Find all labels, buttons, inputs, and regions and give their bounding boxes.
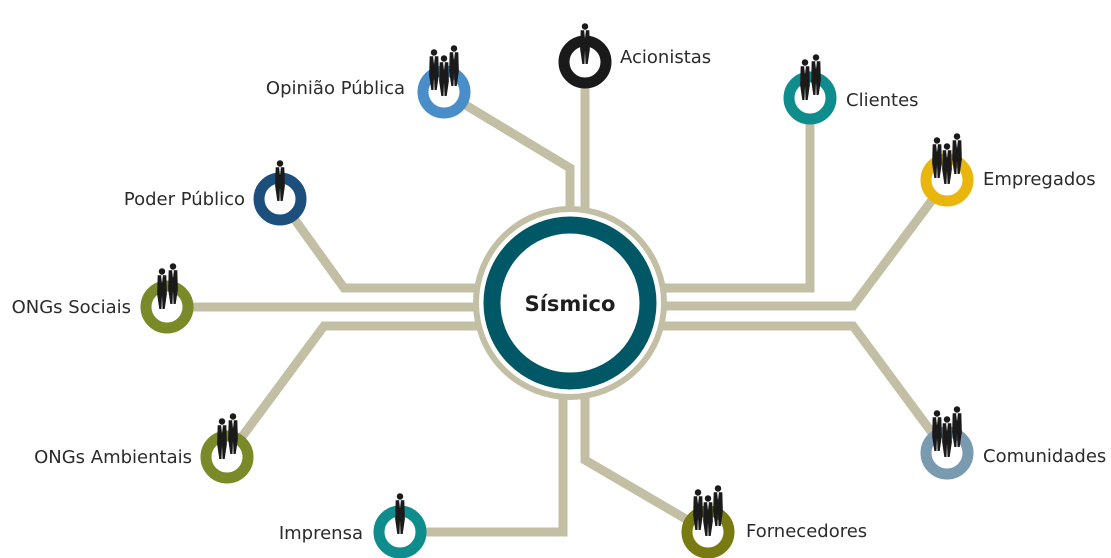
person-icon bbox=[439, 55, 449, 96]
label-fornecedores: Fornecedores bbox=[746, 521, 867, 542]
connectors bbox=[167, 62, 951, 537]
center-label: Sísmico bbox=[525, 292, 616, 316]
node-acionistas: Acionistas bbox=[558, 23, 711, 89]
node-poder-publico: Poder Público bbox=[124, 160, 307, 226]
label-ongs-sociais: ONGs Sociais bbox=[12, 297, 131, 318]
people-icon bbox=[800, 54, 821, 100]
person-icon bbox=[580, 23, 590, 64]
label-comunidades: Comunidades bbox=[983, 446, 1106, 467]
connector-opiniao-publica bbox=[441, 88, 575, 215]
node-imprensa: Imprensa bbox=[279, 493, 427, 558]
person-icon bbox=[952, 406, 962, 447]
person-icon bbox=[395, 493, 405, 534]
people-icon bbox=[580, 23, 590, 64]
person-icon bbox=[811, 54, 821, 95]
connector-fornecedores bbox=[580, 396, 711, 536]
people-icon bbox=[429, 45, 459, 96]
node-ongs-ambientais: ONGs Ambientais bbox=[34, 413, 254, 484]
ring-icon bbox=[200, 430, 254, 484]
person-icon bbox=[168, 263, 178, 304]
label-ongs-ambientais: ONGs Ambientais bbox=[34, 447, 192, 468]
connector-ongs-ambientais bbox=[223, 321, 478, 460]
person-icon bbox=[800, 59, 810, 100]
people-icon bbox=[693, 485, 723, 536]
ring-icon bbox=[783, 71, 837, 125]
connector-empregados bbox=[662, 177, 951, 311]
person-icon bbox=[952, 133, 962, 174]
label-opiniao-publica: Opinião Pública bbox=[266, 78, 405, 99]
connector-comunidades bbox=[662, 321, 951, 456]
person-icon bbox=[429, 49, 439, 90]
person-icon bbox=[703, 495, 713, 536]
person-icon bbox=[228, 413, 238, 454]
person-icon bbox=[713, 485, 723, 526]
center-inner-ring bbox=[483, 216, 657, 390]
ring-icon bbox=[140, 280, 194, 334]
connector-imprensa bbox=[400, 396, 568, 537]
people-icon bbox=[157, 263, 178, 309]
label-acionistas: Acionistas bbox=[620, 47, 711, 68]
node-fornecedores: Fornecedores bbox=[681, 485, 867, 558]
person-icon bbox=[449, 45, 459, 86]
person-icon bbox=[942, 416, 952, 457]
person-icon bbox=[942, 143, 952, 184]
center-node: Sísmico bbox=[473, 206, 667, 400]
node-opiniao-publica: Opinião Pública bbox=[266, 45, 471, 119]
connector-clientes bbox=[662, 98, 815, 293]
person-icon bbox=[157, 268, 167, 309]
node-empregados: Empregados bbox=[920, 133, 1096, 207]
person-icon bbox=[932, 137, 942, 178]
person-icon bbox=[217, 418, 227, 459]
people-icon bbox=[395, 493, 405, 534]
label-empregados: Empregados bbox=[983, 169, 1096, 190]
node-ongs-sociais: ONGs Sociais bbox=[12, 263, 194, 334]
person-icon bbox=[275, 160, 285, 201]
connector-poder-publico bbox=[276, 196, 478, 293]
people-icon bbox=[275, 160, 285, 201]
person-icon bbox=[693, 489, 703, 530]
people-icon bbox=[932, 133, 962, 184]
label-clientes: Clientes bbox=[846, 90, 919, 111]
people-icon bbox=[932, 406, 962, 457]
people-icon bbox=[217, 413, 238, 459]
node-clientes: Clientes bbox=[783, 54, 919, 125]
label-imprensa: Imprensa bbox=[279, 523, 363, 544]
label-poder-publico: Poder Público bbox=[124, 189, 245, 210]
person-icon bbox=[932, 410, 942, 451]
node-comunidades: Comunidades bbox=[920, 406, 1106, 480]
